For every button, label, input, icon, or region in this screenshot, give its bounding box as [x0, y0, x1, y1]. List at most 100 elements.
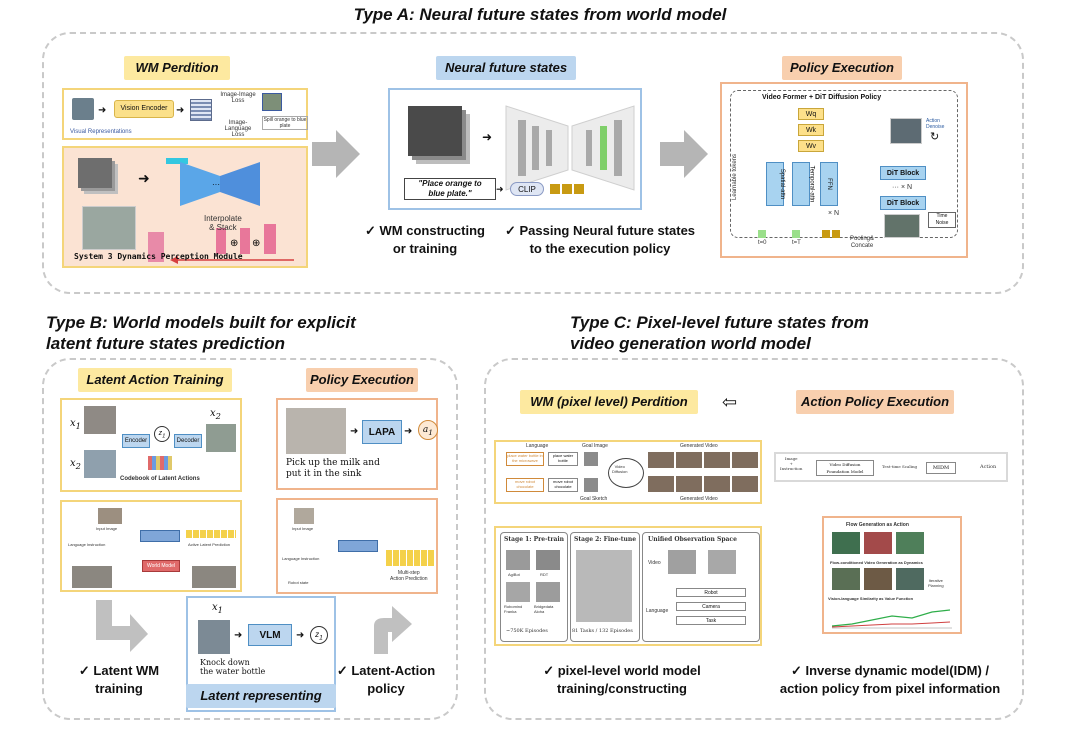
- generated-video-label-1: Generated Video: [680, 443, 718, 449]
- image-instruction-label: Image + Instruction: [780, 456, 803, 471]
- video-diffusion-label: Video Diffusion: [612, 464, 628, 474]
- neural-future-states-label: Neural future states: [436, 56, 576, 80]
- lang-instruction-label: Language Instruction: [68, 542, 106, 547]
- stage1-box: [500, 532, 568, 642]
- arrow-right-icon: ➜: [404, 426, 413, 437]
- token-green: [758, 230, 766, 238]
- arrow-right-icon: ➜: [350, 426, 359, 437]
- curved-arrow-icon: [374, 606, 412, 654]
- type-a-section: [42, 32, 1024, 294]
- temporal-attn-box: Temporal-attn: [792, 162, 814, 206]
- robot-state-label: Robot state: [288, 580, 309, 585]
- frame-2-thumb: [84, 450, 116, 478]
- feature-grid-icon: [190, 99, 212, 121]
- action-policy-label: Action Policy Execution: [796, 390, 954, 414]
- prompt-1: place water bottle in the microwave: [506, 452, 544, 466]
- encoder-decoder-icon: ···: [166, 158, 260, 206]
- wm-perdition-label: WM Perdition: [124, 56, 230, 80]
- xn-label: × N: [828, 210, 840, 217]
- action-denoise-label: Action Denoise: [926, 118, 945, 130]
- episodes2-label: 81 Tasks / 132 Episodes: [572, 628, 633, 634]
- type-c-note-1: ✓ pixel-level world model training/const…: [543, 663, 701, 696]
- type-a-note-2: ✓ Passing Neural future states to the ex…: [504, 223, 696, 256]
- token-gold: [832, 230, 840, 238]
- image-language-loss-label: Image-Language Loss: [224, 120, 252, 138]
- a1-circle: a1: [418, 420, 438, 440]
- arrow-right-icon: ➜: [234, 630, 243, 641]
- action-tokens: [386, 550, 434, 566]
- stage2-label: Stage 2: Fine-tune: [574, 536, 637, 543]
- spill-orange-label: Spill orange to blue plate: [262, 116, 308, 130]
- t0-label: t=0: [758, 240, 767, 246]
- input-frames-thumb: [98, 508, 122, 524]
- token-gold: [822, 230, 830, 238]
- type-b-note-1: ✓ Latent WM training: [78, 663, 160, 696]
- token-box: [574, 184, 584, 194]
- video-strip-2: [648, 476, 758, 492]
- finetune-scene: [576, 550, 632, 622]
- neural-states-panel: ➜ "Place orange to blue plate." ➜ CLIP: [388, 88, 642, 210]
- latent-representing-panel: x1 ➜ VLM ➜ z1 Knock down the water bottl…: [186, 596, 336, 712]
- target-image-thumb: [262, 93, 282, 111]
- robot-scene-thumb: [82, 206, 136, 250]
- goal-thumb: [584, 452, 598, 466]
- type-b-note-2: ✓ Latent-Action policy: [336, 663, 436, 696]
- arrow-right-icon: ➜: [482, 130, 493, 144]
- lapa-panel: ➜ LAPA ➜ a1 Pick up the milk and put it …: [276, 398, 438, 490]
- learnable-tokens-label: Learnable tokens: [732, 153, 739, 201]
- token-box: [550, 184, 560, 194]
- noisy-action-thumb: [884, 214, 920, 238]
- unified-thumb: [708, 550, 736, 574]
- type-a-title: Type A: Neural future states from world …: [353, 5, 727, 24]
- flow-thumb: [864, 532, 892, 554]
- frame-3-thumb: [206, 424, 236, 452]
- instruction-text: "Place orange to blue plate.": [404, 178, 496, 200]
- dataset-aloha: Bridgedata Aloha: [534, 604, 554, 614]
- language-label-2: Language: [646, 608, 669, 614]
- action-thumb: [890, 118, 922, 144]
- predict-box: [338, 540, 378, 552]
- goal-thumb: [584, 478, 598, 492]
- unified-thumb: [668, 550, 696, 574]
- unified-box: [642, 532, 760, 642]
- lang-instruction-label-2: Language Instruction: [282, 556, 320, 561]
- codebook-icon: [148, 456, 172, 470]
- svg-text:⊕: ⊕: [230, 238, 238, 249]
- action-label: Action: [980, 464, 997, 470]
- type-c-section: [484, 358, 1024, 720]
- video-label: Video: [648, 560, 661, 566]
- curved-arrow-icon: [96, 600, 148, 652]
- codebook-label: Codebook of Latent Actions: [120, 476, 200, 482]
- flow-thumb: [896, 532, 924, 554]
- midm-box: MIDM: [926, 462, 956, 474]
- flow-thumb: [832, 568, 860, 590]
- wk-box: Wk: [798, 124, 824, 136]
- dataset-thumb: [536, 550, 560, 570]
- x2-label: x2: [70, 458, 81, 471]
- svg-text:···: ···: [212, 180, 220, 189]
- refresh-icon: ↻: [930, 131, 940, 143]
- arrow-right-icon: ➜: [176, 105, 185, 116]
- value-curve-icon: [832, 609, 952, 629]
- arrow-right-icon: ➜: [296, 630, 305, 641]
- latent-action-panel: x1 x2 Encoder z1 Decoder x2 Codebook of …: [60, 398, 242, 492]
- latent-action-training-label: Latent Action Training: [78, 368, 232, 392]
- type-b-section: [42, 358, 458, 720]
- flow-thumb: [864, 568, 892, 590]
- vision-encoder-box: Vision Encoder: [114, 100, 174, 118]
- unet-icon: [505, 105, 635, 191]
- pick-text: Pick up the milk and put it in the sink: [286, 458, 380, 479]
- task-box: Task: [676, 616, 746, 625]
- video-diffusion-panel: Language place water bottle in the micro…: [494, 440, 762, 504]
- interpolate-stack-icon: ⊕ ⊕: [148, 224, 294, 264]
- input-image-label-2: Input Image: [292, 526, 314, 531]
- frame-1-thumb: [84, 406, 116, 434]
- output-frames-thumb: [72, 566, 112, 588]
- z1-circle: z1: [154, 426, 170, 442]
- flow-thumb: [832, 532, 860, 554]
- interp-stack-label: Interpolate & Stack: [204, 214, 242, 232]
- multi-step-panel: Input Image Language Instruction Multi-s…: [276, 498, 438, 594]
- decoder-box: Decoder: [174, 434, 202, 448]
- prompt-2: place water bottle: [548, 452, 578, 466]
- svg-text:⊕: ⊕: [252, 238, 260, 249]
